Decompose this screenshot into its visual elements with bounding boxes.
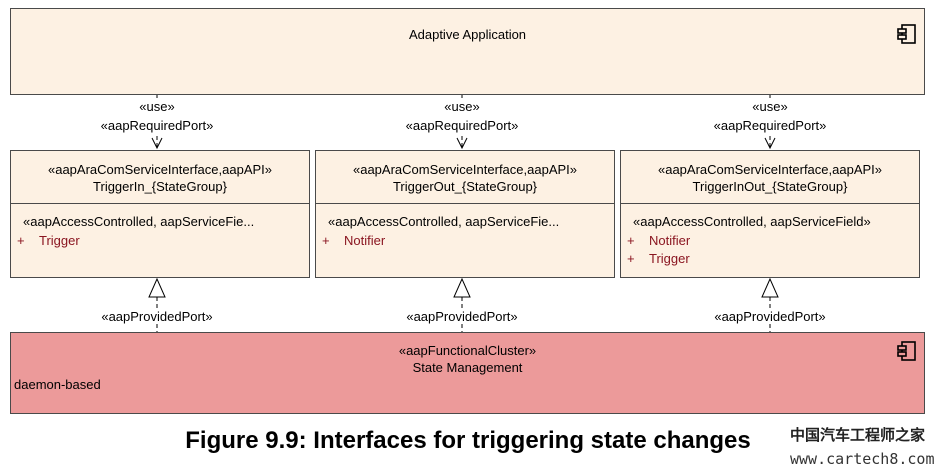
watermark-url: www.cartech8.com [790, 450, 935, 468]
interface-name: TriggerInOut_{StateGroup} [692, 179, 848, 194]
interface-trigger-in-out[interactable]: «aapAraComServiceInterface,aapAPI» Trigg… [620, 150, 920, 278]
member-notifier[interactable]: + Notifier [322, 232, 385, 249]
attributes-stereotype: «aapAccessControlled, aapServiceFie... [328, 214, 560, 229]
attributes-stereotype: «aapAccessControlled, aapServiceFie... [23, 214, 255, 229]
provided-port-label: «aapProvidedPort» [714, 309, 826, 324]
use-arrowhead [151, 137, 163, 150]
interface-name: TriggerOut_{StateGroup} [392, 179, 538, 194]
attributes-stereotype: «aapAccessControlled, aapServiceField» [633, 214, 871, 229]
interface-trigger-out[interactable]: «aapAraComServiceInterface,aapAPI» Trigg… [315, 150, 615, 278]
figure-caption: Figure 9.9: Interfaces for triggering st… [185, 427, 751, 454]
provided-port-label: «aapProvidedPort» [101, 309, 213, 324]
required-port-label: «aapRequiredPort» [713, 118, 827, 133]
member-notifier[interactable]: + Notifier [627, 232, 690, 249]
provided-port-label: «aapProvidedPort» [406, 309, 518, 324]
interface-stereotype: «aapAraComServiceInterface,aapAPI» [352, 162, 577, 177]
interface-name: TriggerIn_{StateGroup} [93, 179, 227, 194]
interface-stereotype: «aapAraComServiceInterface,aapAPI» [657, 162, 882, 177]
interface-header: «aapAraComServiceInterface,aapAPI» Trigg… [316, 151, 614, 204]
use-stereotype-label: «use» [752, 99, 788, 114]
interface-header: «aapAraComServiceInterface,aapAPI» Trigg… [11, 151, 309, 204]
realization-triangle [453, 277, 471, 298]
visibility-marker: + [627, 233, 635, 248]
member-trigger[interactable]: + Trigger [17, 232, 80, 249]
watermark-title: 中国汽车工程师之家 [790, 427, 926, 444]
visibility-marker: + [627, 251, 635, 266]
member-trigger[interactable]: + Trigger [627, 250, 690, 267]
interface-trigger-in[interactable]: «aapAraComServiceInterface,aapAPI» Trigg… [10, 150, 310, 278]
interface-header: «aapAraComServiceInterface,aapAPI» Trigg… [621, 151, 919, 204]
required-port-label: «aapRequiredPort» [100, 118, 214, 133]
use-stereotype-label: «use» [139, 99, 175, 114]
cluster-stereotype: «aapFunctionalCluster» [398, 343, 537, 358]
interface-attributes: «aapAccessControlled, aapServiceField» +… [621, 203, 919, 277]
realization-triangle [148, 277, 166, 298]
realization-triangle [761, 277, 779, 298]
member-name: Trigger [39, 233, 80, 248]
component-icon [897, 341, 916, 361]
interface-stereotype: «aapAraComServiceInterface,aapAPI» [47, 162, 272, 177]
member-name: Notifier [344, 233, 386, 248]
visibility-marker: + [322, 233, 330, 248]
use-arrowhead [456, 137, 468, 150]
interface-attributes: «aapAccessControlled, aapServiceFie... +… [316, 203, 614, 277]
cluster-name: State Management [412, 360, 523, 375]
interface-attributes: «aapAccessControlled, aapServiceFie... +… [11, 203, 309, 277]
state-management-component[interactable]: «aapFunctionalCluster» State Management … [10, 332, 925, 414]
use-stereotype-label: «use» [444, 99, 480, 114]
member-name: Trigger [649, 251, 690, 266]
adaptive-application-component[interactable]: Adaptive Application [10, 8, 925, 95]
component-title: Adaptive Application [408, 27, 527, 42]
cluster-note: daemon-based [14, 377, 101, 392]
required-port-label: «aapRequiredPort» [405, 118, 519, 133]
use-arrowhead [764, 137, 776, 150]
member-name: Notifier [649, 233, 691, 248]
visibility-marker: + [17, 233, 25, 248]
component-icon [897, 24, 916, 44]
